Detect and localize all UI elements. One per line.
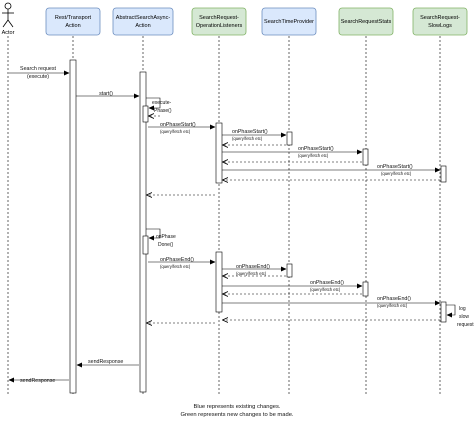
label-on-phase-done-2: Done() [158,242,174,248]
label-on-phase-start-4: onPhaseStart() [377,164,413,170]
label-on-phase-end-3: onPhaseEnd() [310,280,344,286]
participant-label: SearchRequest- [199,15,239,21]
label-query-fetch-6: (query/fetch etc) [236,271,267,276]
participant-slowlogs: SearchRequest- SlowLogs [412,7,468,36]
activation-listeners-1 [215,122,223,184]
participant-label: SearchRequest- [420,15,460,21]
participant-rest: Rest/Transport Action [45,7,101,36]
label-execute-phase: execute- [152,100,172,106]
activation-abstract-exec [142,105,149,123]
participant-listeners: SearchRequest- OperationListeners [191,7,247,36]
label-on-phase-end-1: onPhaseEnd() [160,257,194,263]
activation-slowlogs-2 [440,301,447,323]
label-on-phase-start-3: onPhaseStart() [298,146,334,152]
label-log-slow-3: request [457,322,474,328]
participant-label: AbstractSearchAsync- [116,15,171,21]
stick-figure-icon [2,2,14,28]
activation-bars [69,59,447,394]
activation-stats-2 [362,281,369,297]
activation-timeprovider-1 [286,131,293,146]
label-query-fetch-7: (query/fetch etc) [310,287,341,292]
activation-slowlogs-1 [440,165,447,183]
label-log-slow-2: slow [459,314,469,320]
participant-box [261,7,317,36]
label-query-fetch-1: (query/fetch etc) [160,129,191,134]
label-send-response-1: sendResponse [88,359,123,365]
participant-box [191,7,247,36]
actor-label: Actor [2,30,15,36]
participant-box [112,7,174,36]
participant-label: SearchTimeProvider [264,19,314,25]
label-send-response-2: sendResponse [20,378,55,384]
participant-label: SearchRequestStats [341,19,392,25]
participant-box [338,7,394,36]
message-labels: Search request (execute) start() execute… [20,66,474,384]
participant-label: SlowLogs [428,23,452,29]
label-search-request: Search request [20,66,56,72]
label-on-phase-start-2: onPhaseStart() [232,129,268,135]
participant-label: Rest/Transport [55,15,92,21]
participant-label: Action [135,23,150,29]
participant-timeprovider: SearchTimeProvider [261,7,317,36]
participant-stats: SearchRequestStats [338,7,394,36]
message-arrows [8,70,456,383]
participant-label: Action [65,23,80,29]
arrow-log-slow-request [446,304,456,318]
activation-abstract [139,71,147,393]
activation-rest [69,59,77,394]
label-query-fetch-4: (query/fetch etc) [381,171,412,176]
activation-abstract-done [142,235,149,255]
label-on-phase-end-2: onPhaseEnd() [236,264,270,270]
arrow-on-phase-done [146,228,161,241]
activation-timeprovider-2 [286,263,293,278]
label-query-fetch-5: (query/fetch etc) [160,264,191,269]
label-query-fetch-2: (query/fetch etc) [232,136,263,141]
label-on-phase-start-1: onPhaseStart() [160,122,196,128]
arrow-execute-phase [146,97,161,111]
participant-box [412,7,468,36]
footer-legend: Blue represents existing changes. Green … [0,404,474,419]
participant-label: OperationListeners [196,23,243,29]
label-execute-phase-2: Phase() [154,108,172,114]
label-on-phase-done: onPhase [156,234,176,240]
label-log-slow: log [459,306,466,312]
footer-green-note: Green represents new changes to be made. [180,411,294,418]
actor: Actor [2,2,15,36]
activation-stats-1 [362,148,369,166]
participant-abstract: AbstractSearchAsync- Action [112,7,174,36]
participant-box [45,7,101,36]
label-on-phase-end-4: onPhaseEnd() [377,296,411,302]
activation-listeners-2 [215,251,223,313]
footer-blue-note: Blue represents existing changes. [193,404,281,410]
label-query-fetch-8: (query/fetch etc) [377,303,408,308]
label-start: start() [99,91,113,97]
label-query-fetch-3: (query/fetch etc) [298,153,329,158]
label-search-request-execute: (execute) [27,74,49,80]
